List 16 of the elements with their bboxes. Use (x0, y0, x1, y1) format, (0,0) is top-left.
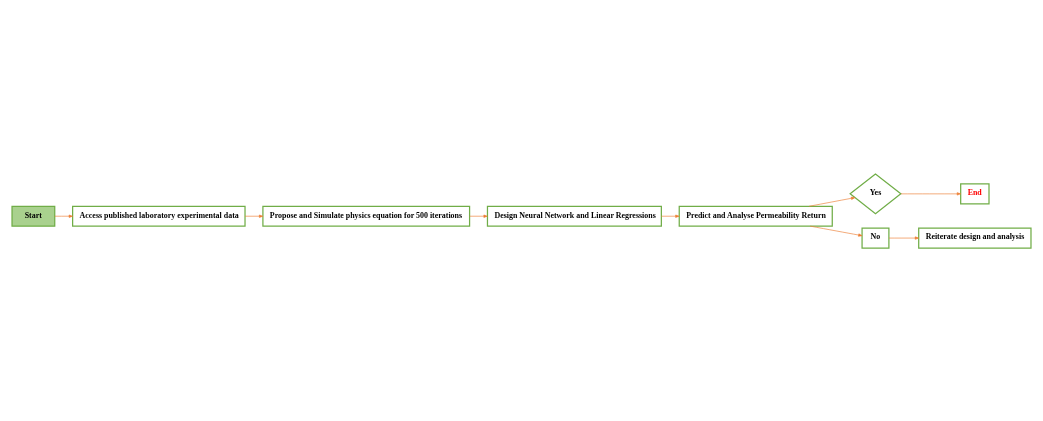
arrow (900, 191, 961, 195)
arrow (244, 214, 264, 218)
arrow (808, 196, 856, 207)
arrow (888, 236, 919, 240)
node-box: Reiterate design and analysis (918, 227, 1032, 249)
node-box: Propose and Simulate physics equation for 500 iterations (262, 205, 471, 227)
node-box: Start (11, 205, 56, 227)
node-box: Access published laboratory experimental data (72, 205, 246, 227)
node-box: End (960, 182, 990, 204)
node-box: Predict and Analyse Permeability Return (678, 205, 833, 227)
arrow (54, 214, 73, 218)
arrow (809, 225, 863, 237)
arrow (661, 214, 680, 218)
node-box: No (861, 227, 890, 249)
node-box: Design Neural Network and Linear Regressions (486, 205, 662, 227)
arrow (469, 214, 488, 218)
